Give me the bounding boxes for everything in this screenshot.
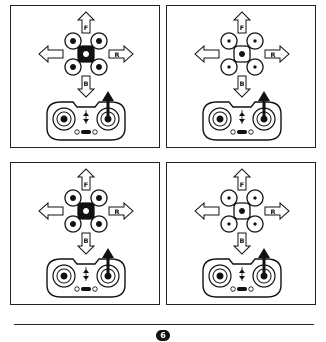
drone-icon: [65, 190, 107, 232]
left-arrow-icon: [195, 46, 219, 62]
back-arrow-icon: B: [78, 233, 94, 254]
panel-diagram: F B R: [11, 163, 161, 306]
forward-label: F: [240, 181, 244, 189]
right-label: R: [270, 208, 275, 216]
back-label: B: [240, 237, 245, 245]
center-button-icon: [81, 130, 91, 134]
button-icon: [75, 287, 79, 291]
forward-arrow-icon: F: [78, 12, 94, 33]
button-icon: [93, 287, 97, 291]
back-arrow-icon: B: [234, 76, 250, 97]
forward-label: F: [84, 181, 88, 189]
right-label: R: [114, 208, 119, 216]
instruction-panel-1: F B R: [10, 5, 160, 148]
center-button-icon: [237, 287, 247, 291]
button-icon: [93, 130, 97, 134]
instruction-panel-3: F B R: [10, 162, 160, 305]
button-icon: [231, 287, 235, 291]
footer-rule: [14, 324, 314, 325]
button-icon: [249, 287, 253, 291]
right-arrow-icon: R: [265, 203, 289, 219]
instruction-panel-4: F B R: [166, 162, 316, 305]
right-arrow-icon: R: [109, 46, 133, 62]
remote-controller-icon: [203, 102, 281, 140]
right-label: R: [270, 51, 275, 59]
forward-arrow-icon: F: [234, 169, 250, 190]
right-arrow-icon: R: [265, 46, 289, 62]
center-button-icon: [81, 287, 91, 291]
back-label: B: [84, 237, 89, 245]
right-label: R: [114, 51, 119, 59]
forward-label: F: [84, 24, 88, 32]
back-arrow-icon: B: [234, 233, 250, 254]
back-arrow-icon: B: [78, 76, 94, 97]
page-number-badge: 6: [156, 330, 170, 341]
button-icon: [249, 130, 253, 134]
remote-controller-icon: [203, 259, 281, 297]
remote-controller-icon: [47, 102, 125, 140]
panel-diagram: F B R: [167, 6, 317, 149]
drone-icon: [221, 190, 263, 232]
left-arrow-icon: [195, 203, 219, 219]
center-button-icon: [237, 130, 247, 134]
back-label: B: [84, 80, 89, 88]
right-arrow-icon: R: [109, 203, 133, 219]
back-label: B: [240, 80, 245, 88]
remote-controller-icon: [47, 259, 125, 297]
forward-label: F: [240, 24, 244, 32]
forward-arrow-icon: F: [78, 169, 94, 190]
left-arrow-icon: [39, 203, 63, 219]
panel-diagram: F B R: [11, 6, 161, 149]
button-icon: [231, 130, 235, 134]
button-icon: [75, 130, 79, 134]
panel-diagram: F B R: [167, 163, 317, 306]
drone-icon: [65, 33, 107, 75]
instruction-panel-2: F B R: [166, 5, 316, 148]
left-arrow-icon: [39, 46, 63, 62]
forward-arrow-icon: F: [234, 12, 250, 33]
drone-icon: [221, 33, 263, 75]
